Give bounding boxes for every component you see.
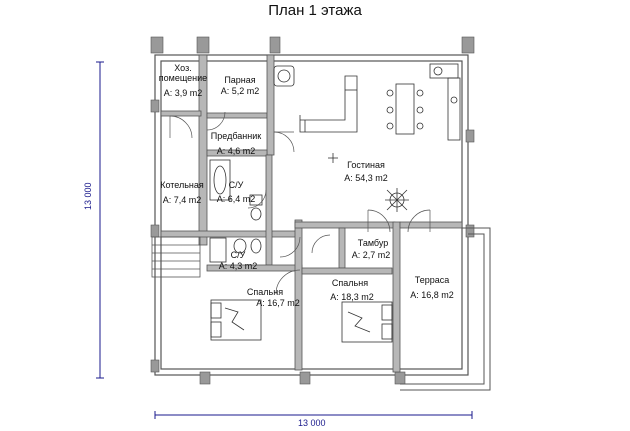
- room-name-terrasa: Терраса: [414, 275, 450, 285]
- room-name-kotelnaya: Котельная: [160, 180, 204, 190]
- room-area-hoz: A: 3,9 m2: [163, 88, 203, 98]
- room-name-hoz: Хоз.помещение: [158, 63, 208, 83]
- dining-table: [386, 83, 424, 135]
- room-area-parnaya: A: 5,2 m2: [220, 86, 260, 96]
- room-name-gostinaya: Гостиная: [347, 160, 385, 170]
- kitchen-counter: [429, 63, 461, 141]
- terrace-railing: [400, 227, 491, 391]
- plan-title: План 1 этажа: [268, 2, 362, 19]
- room-area-kotelnaya: A: 7,4 m2: [162, 195, 202, 205]
- entrance-stairs: [151, 236, 201, 278]
- log-ends: [150, 36, 475, 385]
- room-name-spalnya-2: Спальня: [331, 278, 369, 288]
- bed-bedroom-1: [210, 299, 262, 341]
- column: [328, 153, 338, 163]
- room-area-gostinaya: A: 54,3 m2: [344, 173, 388, 183]
- sauna-tub: [273, 65, 295, 87]
- sofa: [299, 75, 358, 133]
- bed-bedroom-2: [341, 301, 393, 343]
- room-name-su2: С/У: [230, 250, 246, 260]
- room-area-su1: A: 6,4 m2: [216, 194, 256, 204]
- room-name-su1: С/У: [228, 180, 244, 190]
- room-name-predbannik: Предбанник: [210, 131, 262, 141]
- room-name-spalnya-1: Спальня: [246, 287, 284, 297]
- room-area-su2: A: 4,3 m2: [218, 261, 258, 271]
- outer-walls: [154, 54, 469, 376]
- plant: [385, 188, 409, 212]
- room-area-spalnya-2: A: 18,3 m2: [330, 292, 374, 302]
- room-area-spalnya-1: A: 16,7 m2: [256, 298, 300, 308]
- room-area-tambur: A: 2,7 m2: [351, 250, 391, 260]
- door-swings: [169, 111, 431, 295]
- bathroom-fixtures: [209, 159, 263, 263]
- interior-walls: [160, 54, 463, 373]
- dimension-vertical: 13 000: [83, 182, 93, 210]
- dimension-lines: [96, 61, 473, 419]
- room-name-parnaya: Парная: [224, 75, 256, 85]
- room-area-predbannik: A: 4,6 m2: [216, 146, 256, 156]
- room-area-terrasa: A: 16,8 m2: [410, 290, 454, 300]
- dimension-horizontal: 13 000: [298, 418, 326, 428]
- room-name-tambur: Тамбур: [357, 238, 389, 248]
